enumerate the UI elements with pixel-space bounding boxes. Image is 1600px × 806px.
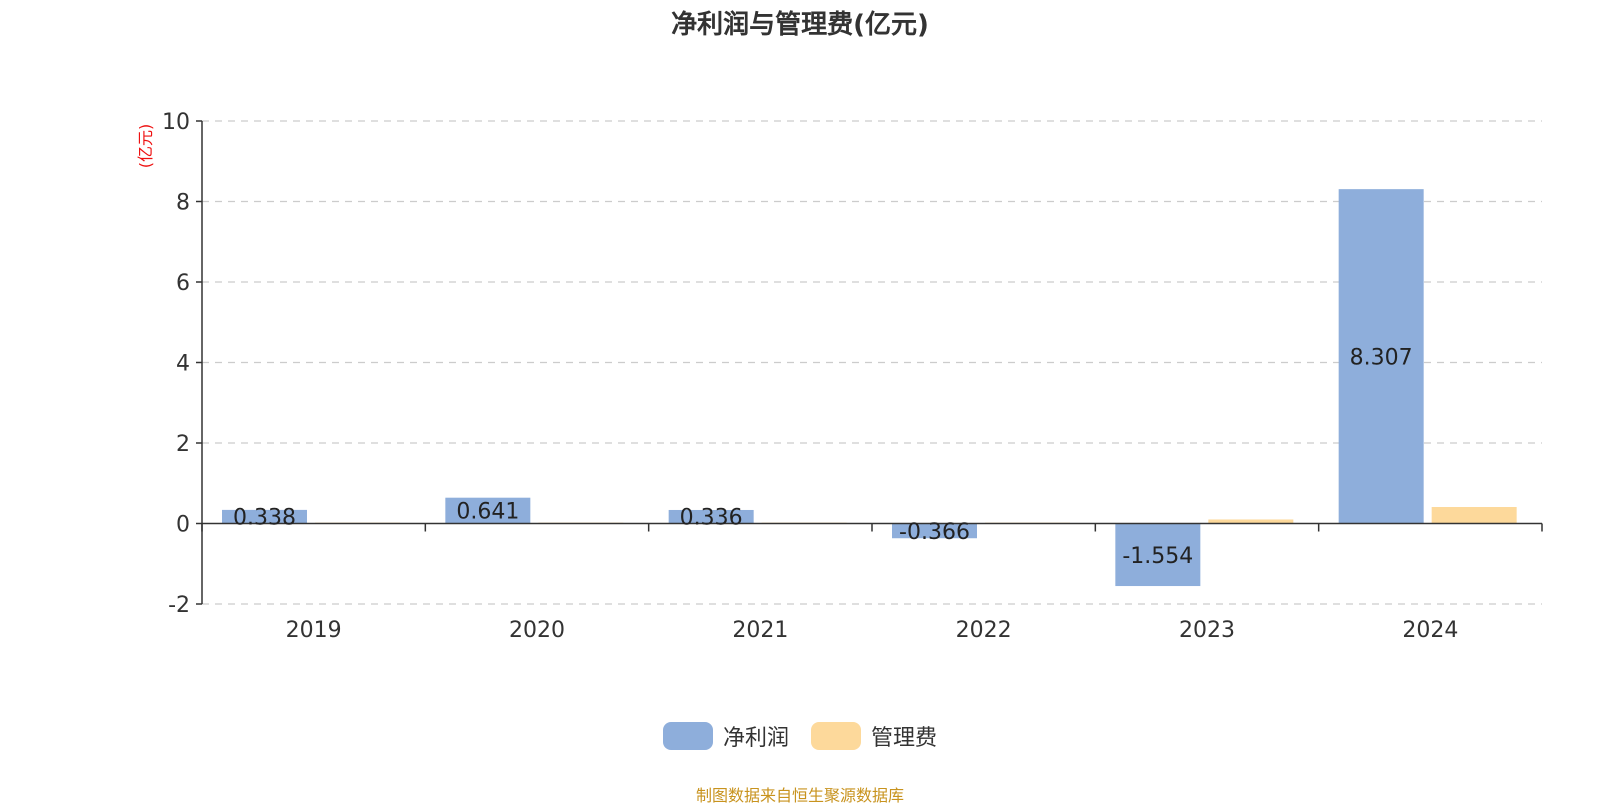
chart-title: 净利润与管理费(亿元) [671,10,929,40]
legend: 净利润 管理费 [0,720,1600,752]
source-note: 制图数据来自恒生聚源数据库 [695,786,904,805]
data-label: 0.336 [680,506,743,531]
data-label: -0.366 [899,520,970,545]
y-tick-label: 2 [176,432,190,457]
data-label: 8.307 [1350,345,1413,370]
legend-item-net-profit[interactable]: 净利润 [662,720,789,752]
bar-net-profit [1115,523,1201,587]
legend-swatch-net-profit [662,722,713,750]
legend-label-admin-expense: 管理费 [871,726,938,751]
y-tick-label: 4 [176,352,190,377]
y-tick-label: 8 [176,191,190,216]
x-tick-label: 2023 [1179,618,1235,643]
y-tick-label: -2 [168,593,190,618]
bar-net-profit [445,497,531,524]
bar-admin-expense [1431,506,1517,524]
bar-net-profit [892,523,977,539]
data-labels: 0.338 0.641 0.336 -0.366 -1.554 8.307 [233,345,1413,568]
x-tick-label: 2024 [1402,618,1458,643]
bar-admin-expense [1208,519,1294,524]
legend-item-admin-expense[interactable]: 管理费 [811,720,937,752]
data-label: 0.338 [233,506,296,531]
y-axis-label: (亿元) [136,124,155,169]
bar-net-profit [1338,189,1424,524]
x-tick-label: 2022 [956,618,1012,643]
data-label: -1.554 [1122,544,1193,569]
bar-net-profit [222,509,307,524]
x-tick-label: 2020 [509,618,565,643]
y-tick-label: 10 [162,110,190,135]
x-tick-label: 2021 [732,618,788,643]
legend-swatch-admin-expense [811,722,861,750]
data-label: 0.641 [456,500,519,525]
grid-lines [202,120,1542,605]
y-tick-label: 6 [176,271,190,296]
y-tick-label: 0 [176,513,190,538]
axes: 10 8 6 4 2 0 -2 (亿元) 2019 2020 2021 2022 2023 2024 [136,110,1543,643]
bar-net-profit [668,509,754,524]
legend-label-net-profit: 净利润 [722,726,789,751]
x-tick-label: 2019 [286,618,342,643]
bars [222,189,1517,587]
